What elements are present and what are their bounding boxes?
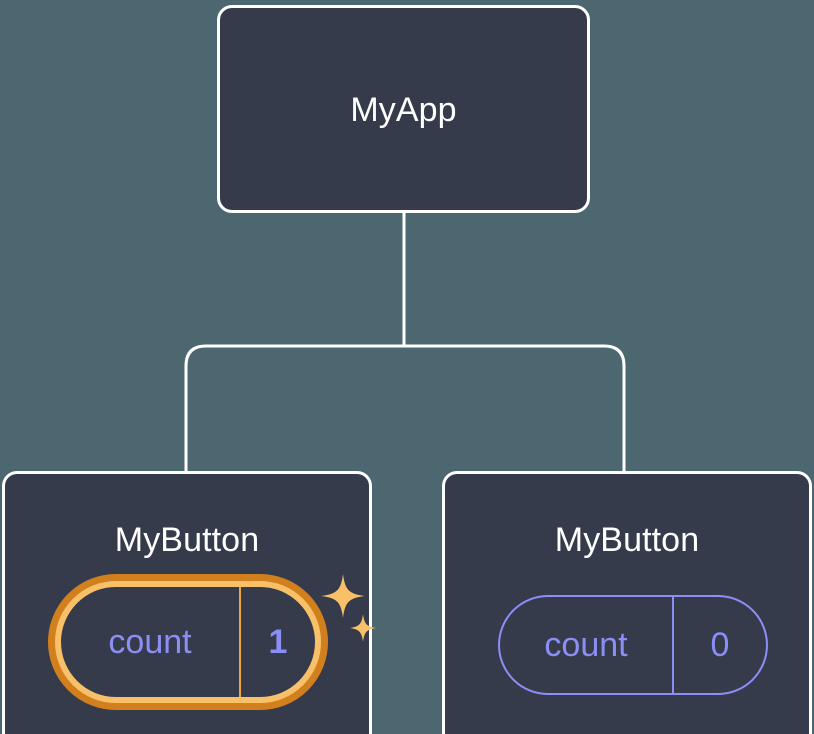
state-value: 0 <box>710 625 730 664</box>
state-pill[interactable]: count 0 <box>498 595 768 695</box>
node-title: MyButton <box>554 521 700 559</box>
node-mybutton-right[interactable]: MyButton count 0 <box>442 471 812 734</box>
node-title: MyButton <box>114 521 260 559</box>
state-key: count <box>500 597 674 693</box>
edge-branch-left <box>184 344 404 471</box>
state-pill-inner: count 1 <box>61 587 315 697</box>
state-key: count <box>61 587 241 697</box>
node-myapp[interactable]: MyApp <box>217 5 590 213</box>
edge-branch-right <box>404 344 626 471</box>
state-value: 1 <box>268 622 288 661</box>
sparkle-large-icon <box>321 574 365 618</box>
sparkle-small-icon <box>350 614 376 642</box>
node-title: MyApp <box>350 91 457 129</box>
node-mybutton-left[interactable]: MyButton count 1 <box>2 471 376 734</box>
state-pill-highlighted[interactable]: count 1 <box>48 574 328 710</box>
